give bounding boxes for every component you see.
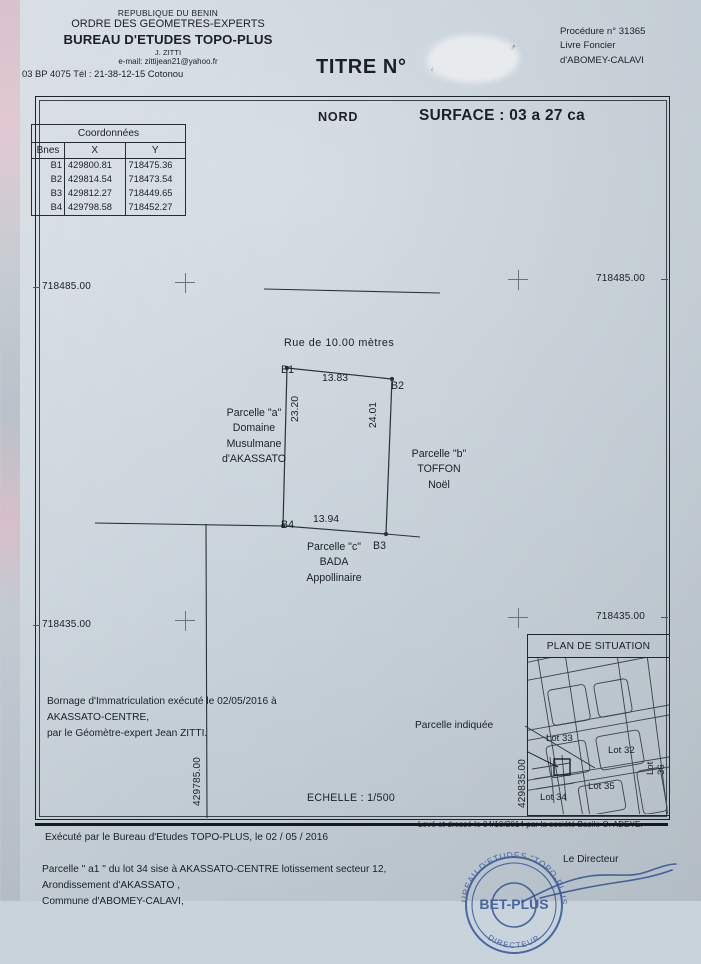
neighbour-west-line3: Musulmane — [226, 437, 282, 450]
letterhead-line-surveyor: J. ZITTI — [154, 47, 182, 57]
page-title: TITRE N° — [316, 56, 407, 78]
lot-label-32: Lot 32 — [608, 745, 635, 756]
letterhead: REPUBLIQUE DU BENIN ORDRE DES GEOMETRES-… — [22, 8, 308, 79]
situation-plan: PLAN DE SITUATION — [527, 634, 670, 816]
indicated-parcel-label: Parcelle indiquée — [415, 720, 494, 731]
neighbour-east-line1: Parcelle "b" — [411, 448, 467, 460]
bornage-line2: AKASSATO-CENTRE, — [47, 711, 150, 723]
table-row: B4 429798.58 718452.27 — [31, 200, 186, 216]
marker-label-b3: B3 — [373, 540, 386, 552]
street-label: Rue de 10.00 mètres — [284, 337, 395, 349]
stamp-lower-text: DIRECTEUR — [486, 933, 541, 950]
marker-b2 — [389, 376, 395, 382]
coordinates-header-y: Y — [124, 142, 186, 159]
letterhead-line-republic: REPUBLIQUE DU BENIN — [117, 8, 219, 18]
surface-area: SURFACE : 03 a 27 ca — [419, 107, 585, 125]
table-row: B1 429800.81 718475.36 — [31, 157, 186, 173]
plan-frame-inner-border — [38, 99, 667, 817]
parcel-description-line2: Arondissement d'AKASSATO , — [42, 879, 181, 891]
neighbour-east-line3: Noël — [428, 478, 450, 491]
marker-label-b2: B2 — [391, 380, 404, 392]
dimension-bottom: 13.94 — [313, 514, 340, 525]
procedure-locality: d'ABOMEY-CALAVI — [560, 54, 644, 66]
surface-label: SURFACE : — [419, 107, 505, 124]
neighbour-west-line4: d'AKASSATO — [221, 453, 287, 466]
svg-text:DIRECTEUR: DIRECTEUR — [486, 933, 542, 950]
dimension-top: 13.83 — [322, 373, 349, 384]
neighbour-west-label: Parcelle "a" Domaine Musulmane d'AKASSAT… — [206, 406, 302, 467]
procedure-number: Procédure n° 31365 — [560, 26, 646, 37]
letterhead-line-address: 03 BP 4075 Tél : 21-38-12-15 Cotonou — [22, 67, 184, 79]
coord-y: 718473.54 — [124, 172, 186, 187]
bornage-line1: Bornage d'Immatriculation exécuté le 02/… — [47, 696, 277, 707]
lot-label-34: Lot 34 — [540, 792, 567, 803]
parcel-description: Parcelle " a1 " du lot 34 sise à AKASSAT… — [42, 862, 386, 909]
neighbour-south-line3: Appollinaire — [306, 571, 362, 584]
letterhead-line-email: e-mail: zittijean21@yahoo.fr — [118, 57, 218, 66]
marker-b3 — [383, 531, 389, 537]
coord-bn: B2 — [31, 172, 65, 187]
coordinates-table: Coordonnées Bnes X Y B1 429800.81 718475… — [31, 124, 186, 216]
executed-by-note: Exécuté par le Bureau d'Etudes TOPO-PLUS… — [45, 832, 329, 843]
table-row: B3 429812.27 718449.65 — [31, 186, 186, 201]
grid-dash-bottom-left — [33, 625, 40, 626]
neighbour-east-label: Parcelle "b" TOFFON Noël — [396, 447, 482, 493]
redaction-overlay — [432, 40, 514, 78]
neighbour-south-line2: BADA — [319, 556, 349, 569]
marker-label-b4: B4 — [281, 519, 294, 531]
neighbour-west-line1: Parcelle "a" — [226, 407, 282, 419]
surface-value: 03 a 27 ca — [509, 107, 585, 124]
neighbour-east-line2: TOFFON — [417, 463, 461, 476]
grid-label-y-top-right: 718485.00 — [596, 273, 646, 284]
director-label: Le Directeur — [563, 854, 619, 865]
grid-dash-top-left — [33, 287, 40, 288]
bornage-note: Bornage d'Immatriculation exécuté le 02/… — [47, 694, 277, 741]
coord-bn: B3 — [31, 186, 65, 201]
grid-label-y-top-left: 718485.00 — [42, 281, 92, 292]
coord-bn: B4 — [31, 200, 65, 216]
parcel-description-line1: Parcelle " a1 " du lot 34 sise à AKASSAT… — [42, 864, 387, 875]
footer-divider — [35, 823, 668, 826]
grid-dash-bottom-right — [661, 617, 668, 618]
lot-label-33: Lot 33 — [546, 733, 573, 744]
grid-label-y-bottom-left: 718435.00 — [42, 619, 92, 630]
neighbour-south-line1: Parcelle "c" — [306, 541, 362, 553]
plan-frame — [35, 96, 670, 820]
scale-label: ECHELLE : 1/500 — [307, 792, 396, 804]
dimension-right: 24.01 — [368, 401, 379, 428]
coordinates-header-row: Bnes X Y — [31, 142, 186, 159]
situation-plan-map — [528, 657, 669, 814]
procedure-register: Livre Foncier — [560, 40, 616, 52]
west-lot-line — [205, 523, 208, 818]
grid-dash-top-right — [661, 279, 668, 280]
grid-label-y-bottom-right: 718435.00 — [596, 611, 646, 622]
south-boundary-line — [94, 522, 284, 527]
street-boundary-line — [263, 288, 441, 294]
marker-b4 — [280, 523, 286, 529]
neighbour-west-line2: Domaine — [232, 422, 276, 435]
marker-b1 — [284, 365, 290, 371]
coord-y: 718449.65 — [124, 186, 186, 201]
coord-bn: B1 — [31, 157, 65, 173]
neighbour-south-label: Parcelle "c" BADA Appollinaire — [286, 540, 382, 586]
marker-label-b1: B1 — [281, 364, 294, 376]
north-label: NORD — [318, 110, 359, 124]
coord-y: 718475.36 — [124, 157, 186, 173]
indicated-parcel-leader — [524, 725, 596, 769]
indicated-parcel-highlight — [528, 751, 571, 776]
lot-label-35: Lot 35 — [588, 781, 615, 792]
letterhead-line-order: ORDRE DES GEOMETRES-EXPERTS — [71, 18, 265, 31]
lot-label-36: Lot 36 — [645, 761, 667, 775]
letterhead-line-firm: BUREAU D'ETUDES TOPO-PLUS — [63, 31, 273, 47]
situation-plan-title: PLAN DE SITUATION — [528, 635, 669, 658]
bornage-line3: par le Géomètre-expert Jean ZITTI. — [47, 727, 208, 739]
coord-y: 718452.27 — [124, 200, 186, 216]
table-row: B2 429814.54 718473.54 — [31, 172, 186, 187]
parcel-description-line3: Commune d'ABOMEY-CALAVI, — [42, 895, 184, 907]
parcel-drawing — [94, 288, 596, 818]
procedure-block: Procédure n° 31365 Livre Foncier d'ABOME… — [560, 25, 645, 68]
director-signature — [521, 863, 677, 903]
south-boundary-extension — [385, 533, 421, 538]
